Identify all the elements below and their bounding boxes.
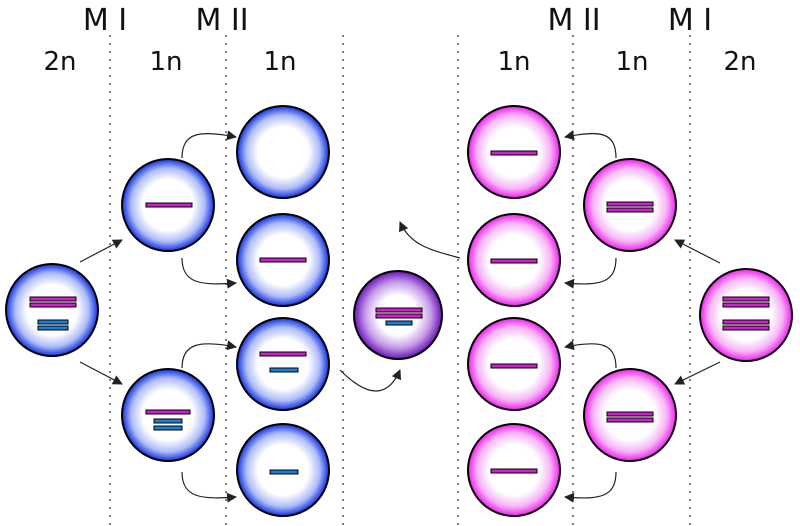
chromosome-maternal (606, 207, 654, 213)
phase-label-right-mi: M I (668, 3, 712, 38)
female-lineage (467, 105, 793, 517)
chromosomes (29, 150, 770, 475)
arrow (399, 221, 461, 259)
male-lineage (5, 105, 330, 517)
chromosome-maternal (490, 468, 538, 474)
phase-label-left-mi: M I (83, 3, 127, 38)
cell-mi-male-bottom (121, 368, 215, 462)
arrow (564, 471, 617, 503)
chromosome-maternal (259, 351, 307, 357)
chromosome-maternal (490, 150, 538, 156)
chromosome-maternal (606, 201, 654, 207)
gamete-male-1 (236, 105, 330, 199)
arrow (79, 239, 123, 263)
phase-label-left-mii: M II (195, 3, 248, 38)
phase-label-right-mii: M II (547, 3, 600, 38)
ploidy-label-right-2: 1n (615, 47, 648, 77)
arrow (181, 130, 237, 159)
ploidy-label-right-3: 2n (723, 47, 756, 77)
arrows (79, 130, 721, 503)
chromosome-maternal (259, 257, 307, 263)
arrow (564, 340, 617, 369)
diploid-cell-female (699, 268, 793, 362)
arrow (564, 130, 617, 159)
chromosome-paternal (153, 418, 183, 424)
chromosome-maternal (722, 302, 770, 308)
header-labels: M I M II M II M I 2n 1n 1n 1n 1n 2n (43, 3, 756, 77)
arrow (181, 340, 237, 369)
chromosome-paternal (153, 425, 183, 431)
ploidy-label-left-1: 2n (43, 47, 76, 77)
arrow (181, 257, 237, 289)
arrow (564, 257, 617, 289)
gamete-male-3 (236, 317, 330, 411)
chromosome-maternal (145, 202, 193, 208)
chromosome-maternal (375, 307, 423, 313)
chromosome-maternal (722, 296, 770, 302)
chromosome-maternal (722, 325, 770, 331)
chromosome-maternal (722, 319, 770, 325)
arrow (181, 471, 237, 503)
chromosome-maternal (29, 302, 77, 308)
chromosome-maternal (606, 411, 654, 417)
chromosome-maternal (490, 258, 538, 264)
chromosome-paternal (269, 367, 299, 373)
ploidy-label-left-2: 1n (149, 47, 182, 77)
chromosome-paternal (37, 325, 69, 331)
chromosome-paternal (37, 319, 69, 325)
chromosome-paternal (385, 320, 413, 326)
chromosome-maternal (490, 363, 538, 369)
chromosome-maternal (375, 313, 423, 319)
arrow (674, 361, 721, 385)
chromosome-maternal (145, 409, 191, 415)
diploid-cell-male (5, 263, 99, 357)
arrow (339, 369, 402, 392)
ploidy-label-right-1: 1n (497, 47, 530, 77)
arrow (674, 239, 721, 264)
chromosome-paternal (269, 469, 299, 475)
chromosome-maternal (606, 417, 654, 423)
arrow (79, 361, 123, 385)
stage-dividers (109, 35, 691, 526)
ploidy-label-left-3: 1n (263, 47, 296, 77)
chromosome-maternal (29, 296, 77, 302)
